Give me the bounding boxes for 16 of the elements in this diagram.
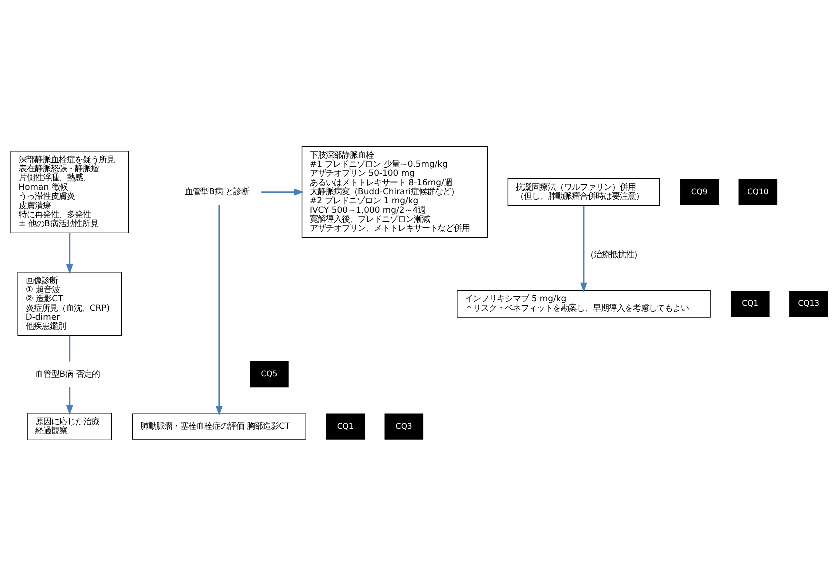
- node-box: 肺動脈瘤・塞栓血栓症の評価 胸部造影CT: [132, 414, 306, 440]
- node-box: 画像診断 ① 超音波 ② 造影CT 炎症所見（血沈、CRP) D-dimer 他疾患鑑別: [18, 272, 122, 336]
- node-box: 深部静脈血栓症を疑う所見 表在静脈怒張・静脈瘤 片側性浮腫、熱感、 Homan 徴候 うっ滞性皮膚炎 皮膚潰瘍 特に再発性、多発性 ± 他のB病活動性所見: [10, 151, 130, 234]
- arrow: [216, 205, 223, 416]
- node-box: 下肢深部静脈血栓 #1 プレドニゾロン 少量～0.5mg/kg アザチオプリン 50-100 mg あるいはメトトレキサート 8-16mg/週 大静脈病変（Budd-Chirari症候群など） #2 プレドニゾロン 1 mg/kg IVCY 500～1,000 mg/2～4週 寛解導入後、プレドニゾロン漸減 アザチオプリン、メトトレキサートなど併用: [302, 146, 488, 238]
- node-box: 抗凝固療法（ワルファリン）併用 （但し、肺動脈瘤合併時は要注意）: [508, 178, 660, 206]
- arrow: [66, 387, 74, 416]
- node-text: 血管型B病 否定的: [36, 368, 100, 379]
- arrow: [66, 233, 74, 274]
- node-box: 原因に応じた治療 経過観察: [28, 413, 112, 441]
- edge-label: （治療抵抗性）: [586, 249, 642, 260]
- arrow: [262, 188, 304, 196]
- node-box: インフリキシマブ 5 mg/kg ＊リスク・ベネフィットを勘案し、早期導入を考慮してもよい: [457, 290, 711, 318]
- node-text: 血管型B病 と診断: [185, 186, 250, 196]
- arrow: [580, 206, 588, 293]
- connector: [69, 336, 71, 362]
